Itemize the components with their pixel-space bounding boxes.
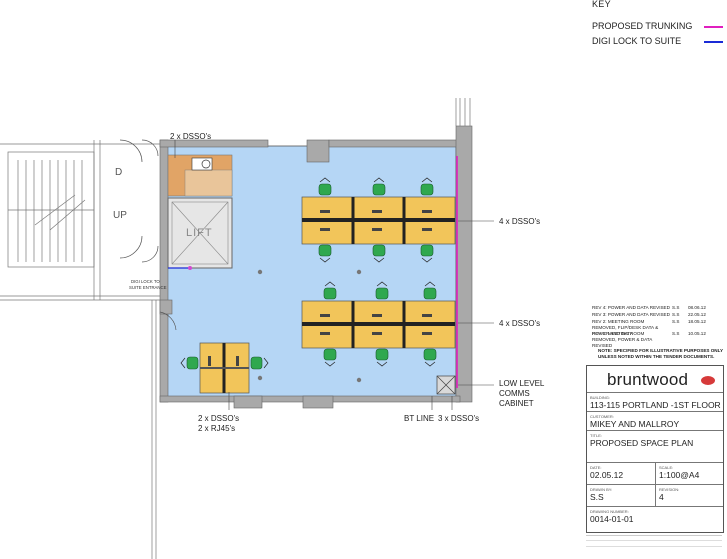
title-label: TITLE: — [590, 433, 603, 438]
drawn-by-cell: DRAWN BY: S.S — [587, 484, 656, 507]
scale-cell: SCALE: 1:100@A4 — [656, 462, 723, 485]
comms-cabinet-label: LOW LEVEL — [499, 379, 545, 388]
stairs — [7, 151, 95, 268]
date-value: 02.05.12 — [590, 470, 624, 480]
key-item-label: DIGI LOCK TO SUITE — [592, 36, 682, 46]
revision-date: 10.05.12 — [688, 331, 706, 336]
comms-cabinet-label: COMMS — [499, 389, 530, 398]
note-line: NOTE: SPECIFIED FOR ILLUSTRATIVE PURPOSE… — [598, 348, 724, 353]
footer-rule — [586, 540, 722, 541]
digi-lock-note: DIGI LOCK TO — [131, 279, 160, 284]
comms-cabinet-label: CABINET — [499, 399, 534, 408]
building-label: BUILDING: — [590, 395, 611, 400]
chair-bases — [180, 177, 436, 369]
drawn-by-label: DRAWN BY: — [590, 487, 613, 492]
stair-up-label: UP — [113, 210, 127, 221]
revision-date: 08.06.12 — [688, 305, 706, 310]
floor-plan: D UP LIFT DIGI LOCK TO SUITE ENTRANCE — [0, 98, 545, 559]
key-item-digi-lock: DIGI LOCK TO SUITE — [592, 36, 681, 46]
rj45-label-bottom-left: 2 x RJ45's — [198, 424, 235, 433]
revision-cell: REVISION: 4 — [656, 484, 723, 507]
revision-text: REV 4: POWER AND DATA REVISED — [592, 305, 670, 310]
date-label: DATE: — [590, 465, 602, 470]
key-item-trunking: PROPOSED TRUNKING — [592, 21, 692, 31]
drawn-by-value: S.S — [590, 492, 604, 502]
key-title: KEY — [592, 0, 611, 9]
revision-by: S.S — [672, 331, 680, 336]
footer-rule — [586, 535, 722, 536]
drawing-number-label: DRAWING NUMBER: — [590, 509, 629, 514]
revision-by: S.S — [672, 319, 680, 324]
dsso-label-right-lower: 4 x DSSO's — [499, 319, 540, 328]
title-cell: TITLE: PROPOSED SPACE PLAN — [587, 430, 723, 463]
trunking-swatch — [704, 26, 723, 28]
date-cell: DATE: 02.05.12 — [587, 462, 656, 485]
lift-shaft — [167, 197, 233, 269]
dsso-label-top-left: 2 x DSSO's — [170, 132, 211, 141]
doors — [119, 139, 177, 331]
comms-cabinet — [436, 375, 456, 395]
revision-text: REV 3: POWER AND DATA REVISED — [592, 312, 670, 317]
revision-by: S.S — [672, 305, 680, 310]
brand-logo: bruntwood — [607, 370, 689, 389]
footer-rule — [586, 546, 722, 547]
brand-dot-icon — [701, 376, 715, 385]
chairs — [186, 183, 437, 370]
desk-cluster-bottom — [301, 300, 456, 349]
note-line: UNLESS NOTED WITHIN THE TENDER DOCUMENTS… — [598, 354, 715, 359]
customer-label: CUSTOMER: — [590, 414, 614, 419]
dsso-label-right-upper: 4 x DSSO's — [499, 217, 540, 226]
revision-label: REVISION: — [659, 487, 680, 492]
revision-list: REV 4: POWER AND DATA REVISED S.S 08.06.… — [592, 305, 722, 348]
dsso-label-bottom-left: 2 x DSSO's — [198, 414, 239, 423]
drawing-number-value: 0014-01-01 — [590, 514, 634, 524]
brand-area: bruntwood — [587, 366, 723, 392]
revision-row: REV 3: POWER AND DATA REVISED S.S 22.05.… — [592, 312, 722, 319]
lift-label: LIFT — [186, 227, 213, 239]
revision-text: REV 2: MEETING ROOM REMOVED, FLIP/DESK D… — [592, 319, 659, 336]
walls — [159, 125, 473, 409]
building-value: 113-115 PORTLAND -1ST FLOOR — [590, 400, 721, 410]
title-block: bruntwood BUILDING: 113-115 PORTLAND -1S… — [586, 365, 724, 533]
scale-value: 1:100@A4 — [659, 470, 700, 480]
stair-down-label: D — [115, 167, 122, 178]
desk-cluster-small — [199, 342, 250, 394]
drawing-number-cell: DRAWING NUMBER: 0014-01-01 — [587, 506, 723, 533]
revision-value: 4 — [659, 492, 664, 502]
title-value: PROPOSED SPACE PLAN — [590, 438, 694, 448]
key-item-label: PROPOSED TRUNKING — [592, 21, 693, 31]
digi-lock-swatch — [704, 41, 723, 43]
building-cell: BUILDING: 113-115 PORTLAND -1ST FLOOR — [587, 392, 723, 412]
revision-date: 18.05.12 — [688, 319, 706, 324]
revision-date: 22.05.12 — [688, 312, 706, 317]
revision-row: REV 2: MEETING ROOM REMOVED, FLIP/DESK D… — [592, 319, 722, 336]
digi-lock-icon — [188, 266, 192, 270]
revision-by: S.S — [672, 312, 680, 317]
revision-row: REV 4: POWER AND DATA REVISED S.S 08.06.… — [592, 305, 722, 312]
bt-line-label: BT LINE — [404, 414, 434, 423]
dsso-label-bottom-right: 3 x DSSO's — [438, 414, 479, 423]
customer-cell: CUSTOMER: MIKEY AND MALLROY — [587, 411, 723, 431]
digi-lock-note: SUITE ENTRANCE — [129, 285, 167, 290]
revision-text: REV 1: MEETING ROOM REMOVED, POWER & DAT… — [592, 331, 653, 348]
revision-row: REV 1: MEETING ROOM REMOVED, POWER & DAT… — [592, 331, 722, 348]
customer-value: MIKEY AND MALLROY — [590, 419, 680, 429]
desk-cluster-top — [301, 196, 456, 245]
illustrative-note: NOTE: SPECIFIED FOR ILLUSTRATIVE PURPOSE… — [598, 348, 723, 360]
sink-icon — [191, 157, 213, 171]
scale-label: SCALE: — [659, 465, 674, 470]
